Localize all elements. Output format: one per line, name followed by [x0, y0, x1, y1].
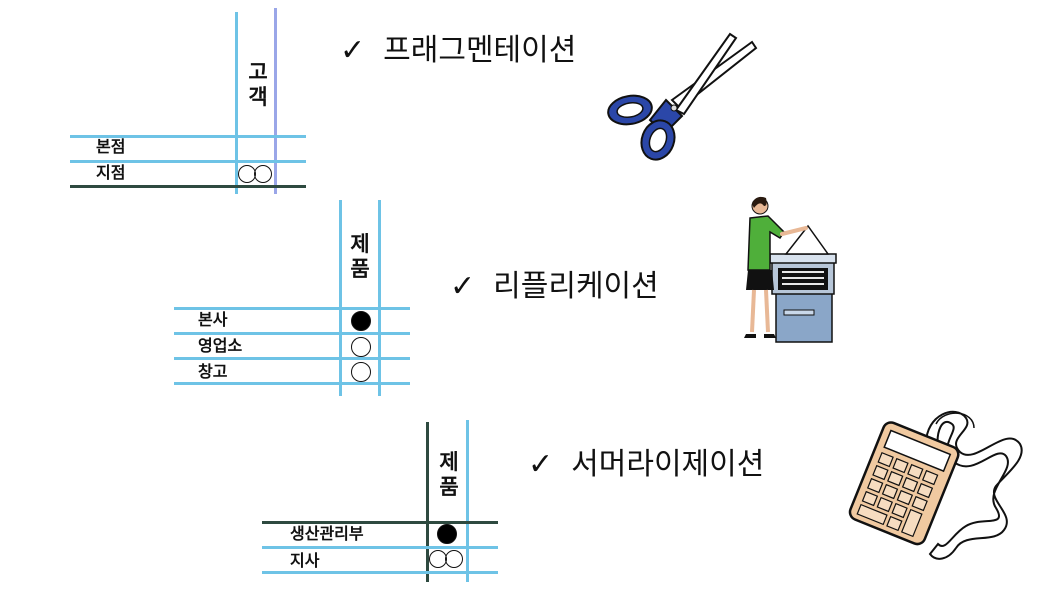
horizontal-line	[174, 332, 410, 335]
horizontal-line	[70, 160, 306, 163]
vertical-line	[466, 420, 469, 582]
empty-circle	[351, 337, 371, 357]
horizontal-line	[262, 521, 498, 524]
calculator-icon	[848, 410, 1023, 560]
horizontal-line	[70, 135, 306, 138]
empty-circle	[254, 165, 272, 183]
horizontal-line	[262, 546, 498, 549]
heading-summarization: ✓ 서머라이제이션	[528, 450, 764, 480]
empty-circle	[445, 550, 463, 568]
vertical-line	[426, 422, 429, 582]
heading-fragmentation: ✓ 프래그멘테이션	[340, 36, 576, 66]
horizontal-line	[70, 185, 306, 188]
row-label: 생산관리부	[290, 524, 364, 543]
vertical-line	[235, 12, 238, 194]
row-label: 본점	[96, 137, 126, 156]
horizontal-line	[174, 357, 410, 360]
vertical-line	[274, 8, 277, 194]
photocopier-icon	[744, 196, 837, 343]
row-label: 지점	[96, 163, 126, 182]
horizontal-line	[174, 382, 410, 385]
horizontal-line	[262, 571, 498, 574]
vertical-line	[339, 200, 342, 396]
vertical-line	[378, 200, 381, 396]
filled-circle	[437, 524, 457, 544]
row-label: 본사	[198, 310, 228, 329]
row-label: 창고	[198, 362, 228, 381]
empty-circle	[351, 362, 371, 382]
heading-text: 서머라이제이션	[571, 447, 765, 482]
horizontal-line	[174, 307, 410, 310]
row-label: 지사	[290, 551, 320, 570]
heading-replication: ✓ 리플리케이션	[450, 272, 659, 302]
row-label: 영업소	[198, 336, 243, 355]
check-icon: ✓	[528, 447, 554, 482]
check-icon: ✓	[450, 269, 476, 304]
filled-circle	[351, 311, 371, 331]
scissors-icon	[607, 32, 758, 161]
check-icon: ✓	[340, 33, 366, 68]
heading-text: 리플리케이션	[493, 269, 659, 304]
heading-text: 프래그멘테이션	[383, 33, 577, 68]
